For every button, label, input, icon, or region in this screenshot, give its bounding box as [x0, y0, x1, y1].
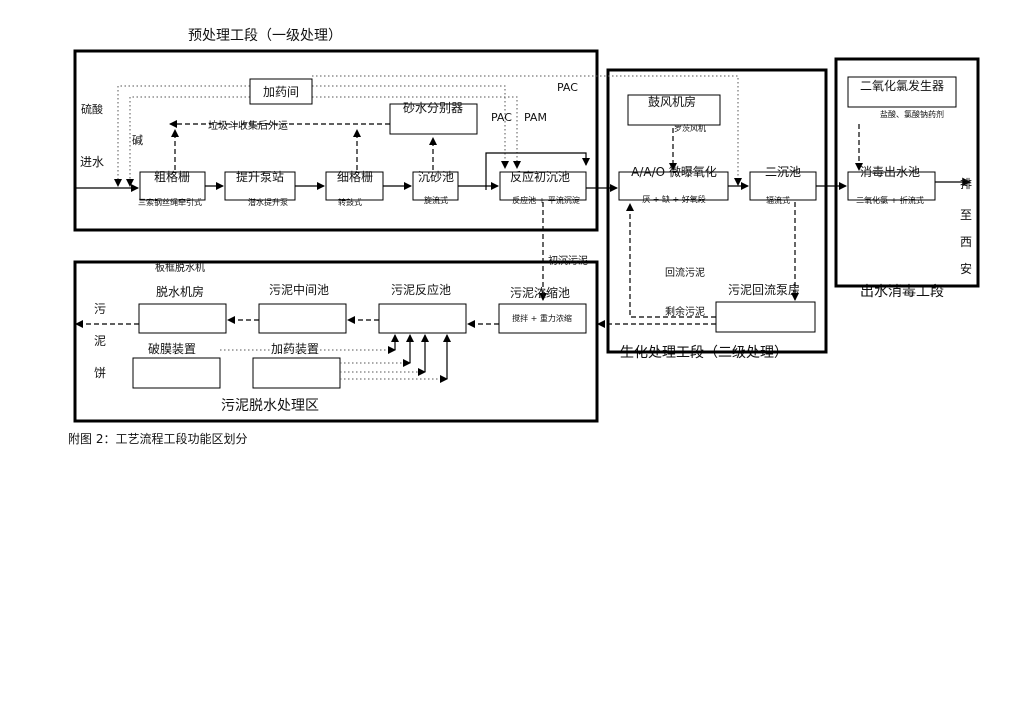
secondary-clarifier-title: 二沉池: [765, 165, 801, 179]
fine-screen-sub: 转鼓式: [338, 197, 362, 207]
return-sludge-label: 回流污泥: [665, 266, 705, 279]
chlorine-generator-box: [847, 76, 957, 108]
garbage-transport-label: 垃圾斗收集后外运: [208, 119, 288, 132]
disinfection-tank-box: [847, 171, 936, 201]
primary-clarifier-title: 反应初沉池: [510, 169, 570, 184]
lift-pump-sub: 潜水提升泵: [248, 197, 288, 207]
sulfuric-acid-label: 硫酸: [81, 102, 103, 116]
discharge-char: 排: [960, 177, 972, 191]
blower-room-box: [627, 94, 721, 126]
sludge-reactor-box: [378, 303, 467, 334]
dosing-room-label: 加药间: [263, 85, 299, 99]
discharge-char: 西: [960, 235, 972, 249]
alkali-label: 碱: [132, 134, 143, 147]
section-title-sludge: 污泥脱水处理区: [221, 398, 319, 414]
coarse-screen-sub: 三索钢丝绳牵引式: [138, 197, 202, 207]
sludge-cake-label: 污 泥 饼: [94, 302, 106, 380]
discharge-char: 至: [960, 208, 972, 222]
aao-title: A/A/O 微曝氧化: [631, 165, 717, 179]
disinfection-tank-sub: 二氧化氯 + 折流式: [856, 195, 924, 205]
influent-label: 进水: [80, 155, 104, 169]
sludge-cake-char: 饼: [94, 366, 106, 380]
sludge-thickener-box: [498, 303, 587, 334]
sludge-cake-char: 泥: [94, 334, 106, 348]
dewatering-room-label: 脱水机房: [156, 284, 204, 299]
sand-separator-box: [389, 103, 478, 135]
pam-label: PAM: [524, 111, 547, 124]
coarse-screen-title: 粗格栅: [154, 169, 190, 184]
sludge-thickener-title: 污泥浓缩池: [510, 285, 570, 300]
dosing-device-label: 加药装置: [271, 342, 319, 356]
grit-chamber-title: 沉砂池: [418, 170, 454, 184]
chemical-lines: [114, 75, 742, 187]
sludge-thickener-sub: 搅拌 + 重力浓缩: [512, 313, 572, 323]
dewatering-room-box: [138, 303, 227, 334]
belt-press-label: 板框脱水机: [155, 261, 205, 274]
main-flow-lines: [75, 152, 971, 192]
coarse-screen-box: [139, 171, 206, 201]
sludge-cake-char: 污: [94, 302, 106, 316]
sludge-flow-lines: [75, 316, 499, 328]
membrane-device-label: 破膜装置: [148, 341, 196, 356]
sludge-return-pump-label: 污泥回流泵房: [728, 282, 800, 297]
aao-sub: 厌 + 缺 + 好氧段: [642, 194, 706, 204]
pac-label: PAC: [491, 111, 512, 124]
sludge-reactor-label: 污泥反应池: [391, 282, 451, 297]
primary-sludge-label: 初沉污泥: [548, 254, 588, 267]
sludge-return-lines: [597, 202, 799, 328]
grit-chamber-sub: 旋流式: [424, 195, 448, 205]
dosing-branch-lines: [220, 334, 451, 383]
pac-top-label: PAC: [557, 81, 578, 94]
disinfection-frame: [834, 57, 980, 288]
secondary-clarifier-box: [749, 171, 817, 201]
section-title-pretreatment: 预处理工段（一级处理）: [188, 28, 342, 44]
dosing-room-box: [249, 78, 313, 105]
blower-room-title: 鼓风机房: [648, 94, 696, 109]
lift-pump-box: [224, 171, 296, 201]
sludge-mid-tank-box: [258, 303, 347, 334]
sludge-frame: [73, 260, 599, 423]
dosing-device-box: [252, 357, 341, 389]
secondary-clarifier-sub: 辐流式: [766, 195, 790, 205]
discharge-char: 安: [960, 261, 972, 276]
discharge-label: 排 至 西 安: [960, 177, 972, 276]
chlorine-generator-title: 二氧化氯发生器: [860, 78, 944, 93]
garbage-lines: [169, 120, 437, 170]
pretreatment-frame: [73, 49, 599, 232]
membrane-device-box: [132, 357, 221, 389]
sludge-mid-tank-label: 污泥中间池: [269, 282, 329, 297]
chlorine-generator-sub: 盐酸、氯酸钠药剂: [880, 109, 944, 119]
blower-room-sub: 罗茨风机: [674, 123, 706, 133]
sand-separator-label: 砂水分别器: [403, 101, 463, 115]
grit-chamber-box: [412, 171, 459, 201]
biochem-frame: [606, 68, 828, 354]
section-title-disinfection: 出水消毒工段: [860, 284, 944, 300]
disinfection-tank-title: 消毒出水池: [860, 165, 920, 179]
lift-pump-title: 提升泵站: [236, 169, 284, 184]
primary-clarifier-box: [499, 171, 587, 201]
sludge-return-pump-box: [715, 301, 816, 333]
fine-screen-title: 细格栅: [337, 169, 373, 184]
primary-clarifier-sub: 反应池 + 平流沉淀: [512, 195, 580, 205]
aao-box: [618, 171, 729, 201]
excess-sludge-label: 剩余污泥: [665, 305, 705, 318]
figure-caption: 附图 2：工艺流程工段功能区划分: [68, 431, 247, 446]
